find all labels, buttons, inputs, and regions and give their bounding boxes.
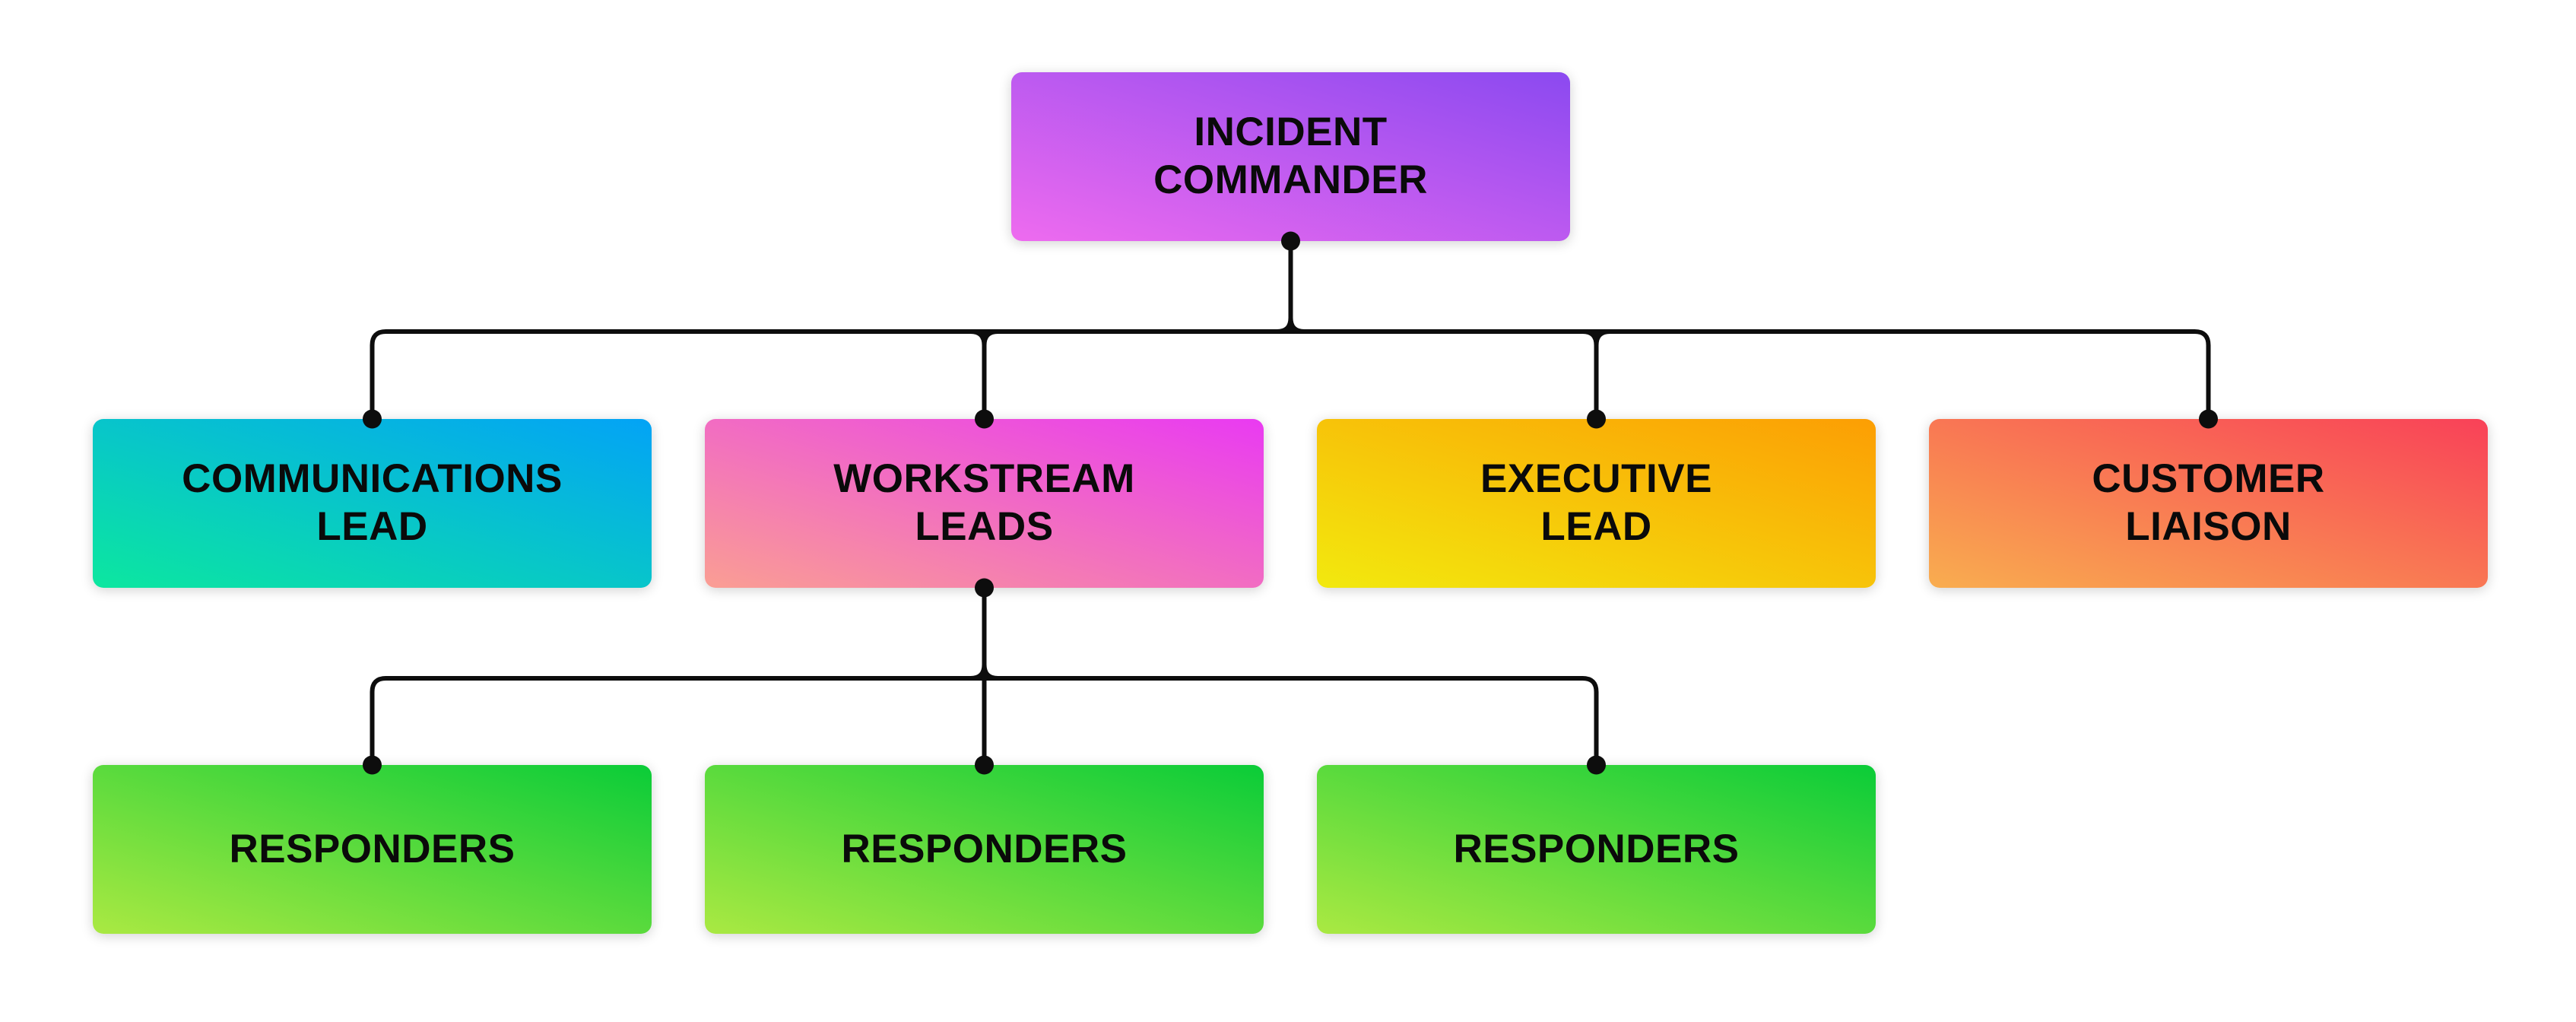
node-responders-1-label: RESPONDERS bbox=[229, 826, 516, 871]
node-customer-liaison: CUSTOMER LIAISON bbox=[1929, 419, 2488, 588]
node-executive-lead: EXECUTIVE LEAD bbox=[1317, 419, 1876, 588]
connector-fillet bbox=[970, 329, 987, 346]
connector-fillet bbox=[1277, 317, 1293, 334]
node-responders-3-label: RESPONDERS bbox=[1453, 826, 1740, 871]
node-responders-3: RESPONDERS bbox=[1317, 765, 1876, 934]
node-communications-lead-label: COMMUNICATIONS LEAD bbox=[182, 456, 563, 549]
node-workstream-leads-label: WORKSTREAM LEADS bbox=[833, 456, 1135, 549]
node-responders-1: RESPONDERS bbox=[93, 765, 652, 934]
connector-fillet bbox=[970, 664, 987, 681]
connector-fillet bbox=[1288, 317, 1305, 334]
node-customer-liaison-label: CUSTOMER LIAISON bbox=[2092, 456, 2325, 549]
connector-fillet bbox=[1594, 329, 1610, 346]
connector-fillet bbox=[982, 329, 998, 346]
node-incident-commander: INCIDENT COMMANDER bbox=[1011, 72, 1570, 241]
connector-tier2-bus bbox=[370, 676, 1599, 765]
connector-fillet bbox=[982, 664, 998, 681]
connector-fillet bbox=[1582, 329, 1599, 346]
node-responders-2-label: RESPONDERS bbox=[841, 826, 1128, 871]
node-incident-commander-label: INCIDENT COMMANDER bbox=[1153, 110, 1428, 202]
node-communications-lead: COMMUNICATIONS LEAD bbox=[93, 419, 652, 588]
node-executive-lead-label: EXECUTIVE LEAD bbox=[1480, 456, 1712, 549]
node-responders-2: RESPONDERS bbox=[705, 765, 1264, 934]
connector-tier1-bus bbox=[370, 329, 2211, 419]
node-workstream-leads: WORKSTREAM LEADS bbox=[705, 419, 1264, 588]
